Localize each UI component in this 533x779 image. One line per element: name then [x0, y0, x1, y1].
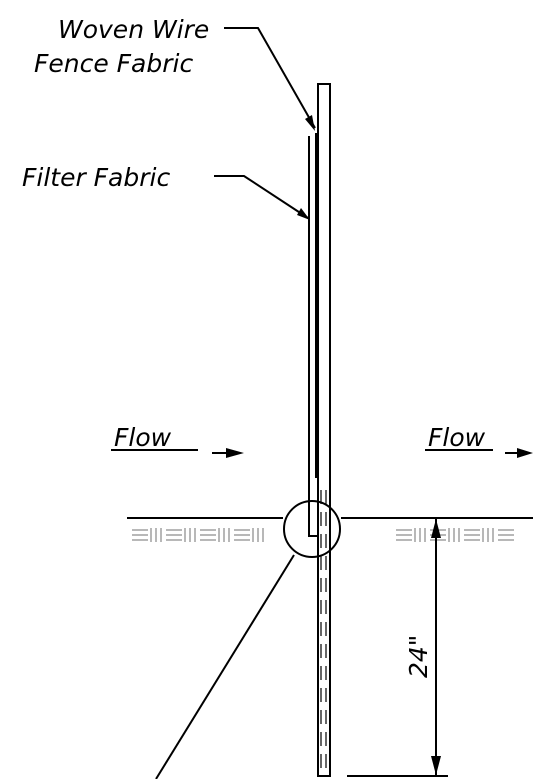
detail-callout-circle [283, 500, 341, 558]
filter-fabric-label: Filter Fabric [22, 163, 170, 192]
filter-fabric-leader [214, 175, 309, 219]
flow-left-label: Flow [114, 423, 172, 452]
filter-fabric-arrowhead [297, 208, 310, 220]
woven-wire-arrowhead [305, 115, 315, 131]
depth-dimension [347, 518, 448, 777]
buried-post-hidden-lines [320, 490, 327, 770]
fence-post [317, 83, 331, 777]
filter-fabric-trench-toe [308, 512, 319, 537]
depth-dimension-label: 24" [404, 635, 433, 678]
soil-hatch-left [132, 528, 264, 542]
flow-arrow-left-head [226, 448, 244, 458]
woven-wire-label-line2: Fence Fabric [34, 49, 193, 78]
woven-wire-leader [224, 27, 316, 129]
woven-wire-label-line1: Woven Wire [58, 15, 209, 44]
flow-arrow-right-head [517, 448, 533, 458]
soil-hatch-right [396, 528, 514, 542]
detail-leader-line [155, 554, 295, 779]
flow-right-label: Flow [428, 423, 486, 452]
